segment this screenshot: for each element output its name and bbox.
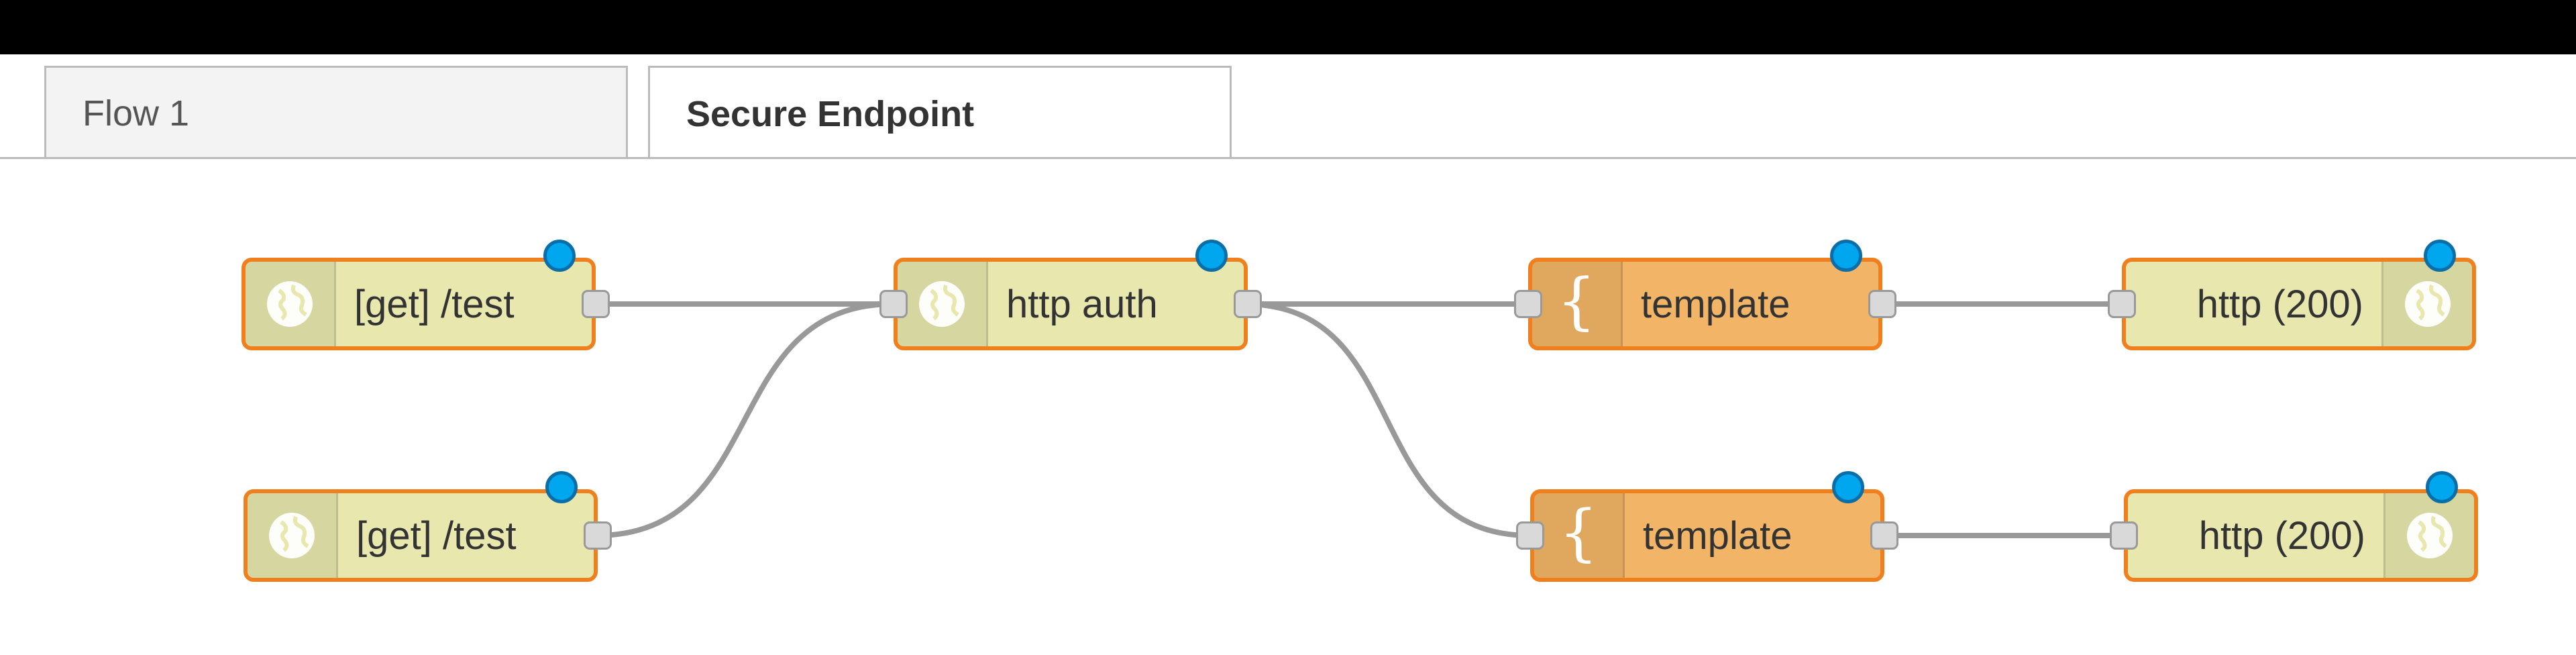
changed-indicator-dot <box>1195 240 1228 272</box>
node-template-1[interactable]: { template <box>1514 240 1896 350</box>
node-label: [get] /test <box>356 513 517 558</box>
node-http-response-2[interactable]: http (200) <box>2110 471 2478 582</box>
tab-label: Secure Endpoint <box>686 94 975 134</box>
input-port[interactable] <box>2108 290 2136 318</box>
brace-icon: { <box>1532 262 1623 346</box>
globe-icon <box>248 493 338 578</box>
brace-icon: { <box>1534 493 1625 578</box>
node-template-2[interactable]: { template <box>1516 471 1898 582</box>
input-port[interactable] <box>1516 521 1544 550</box>
input-port[interactable] <box>1514 290 1542 318</box>
changed-indicator-dot <box>543 240 576 272</box>
node-get-test-1[interactable]: [get] /test <box>241 240 610 350</box>
node-label: http (200) <box>2198 513 2365 558</box>
changed-indicator-dot <box>1830 240 1862 272</box>
node-label: template <box>1641 282 1790 326</box>
node-http-response-1[interactable]: http (200) <box>2108 240 2476 350</box>
node-label: template <box>1643 513 1792 558</box>
globe-icon <box>246 262 336 346</box>
tab-bar-divider <box>0 157 2576 159</box>
top-header-bar <box>0 0 2576 54</box>
input-port[interactable] <box>879 290 908 318</box>
changed-indicator-dot <box>2426 471 2458 503</box>
tab-secure-endpoint[interactable]: Secure Endpoint <box>648 66 1232 160</box>
node-label: http auth <box>1006 282 1158 326</box>
node-http-auth[interactable]: http auth <box>879 240 1262 350</box>
output-port[interactable] <box>1234 290 1262 318</box>
output-port[interactable] <box>584 521 612 550</box>
output-port[interactable] <box>1870 521 1898 550</box>
globe-icon <box>2383 493 2474 578</box>
node-get-test-2[interactable]: [get] /test <box>244 471 612 582</box>
tab-label: Flow 1 <box>83 93 190 134</box>
output-port[interactable] <box>582 290 610 318</box>
changed-indicator-dot <box>545 471 578 503</box>
input-port[interactable] <box>2110 521 2138 550</box>
tab-flow-1[interactable]: Flow 1 <box>44 66 628 158</box>
changed-indicator-dot <box>1832 471 1864 503</box>
node-label: http (200) <box>2196 282 2363 326</box>
globe-icon <box>2381 262 2472 346</box>
output-port[interactable] <box>1868 290 1896 318</box>
changed-indicator-dot <box>2424 240 2456 272</box>
globe-icon <box>898 262 988 346</box>
node-label: [get] /test <box>354 282 515 326</box>
